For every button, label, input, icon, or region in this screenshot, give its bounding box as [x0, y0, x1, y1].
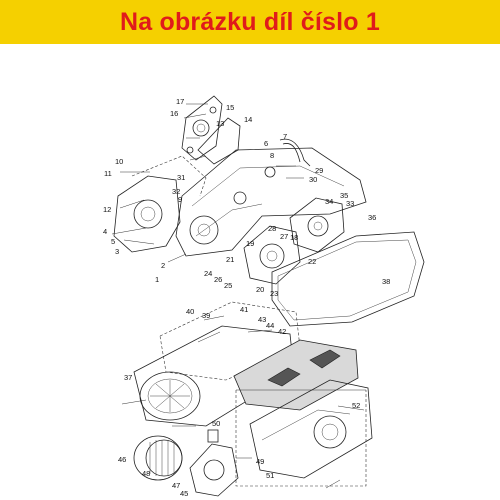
- callout-28: 28: [268, 224, 276, 233]
- crankcase-gasket: [271, 231, 425, 327]
- callout-2: 2: [161, 261, 165, 270]
- callout-51: 51: [266, 471, 274, 480]
- callout-19: 19: [246, 239, 254, 248]
- callout-38: 38: [382, 277, 390, 286]
- callout-5: 5: [111, 237, 115, 246]
- callout-22: 22: [308, 257, 316, 266]
- title-banner: Na obrázku díl číslo 1: [0, 0, 500, 44]
- callout-47: 47: [172, 481, 180, 490]
- callout-46: 46: [118, 455, 126, 464]
- callout-12: 12: [103, 205, 111, 214]
- transmission-cover: [249, 379, 373, 479]
- callout-49: 49: [256, 457, 264, 466]
- callout-26: 26: [214, 275, 222, 284]
- callout-35: 35: [340, 191, 348, 200]
- callout-45: 45: [180, 489, 188, 498]
- callout-20: 20: [256, 285, 264, 294]
- callout-21: 21: [226, 255, 234, 264]
- callout-42: 42: [278, 327, 286, 336]
- callout-16: 16: [170, 109, 178, 118]
- callout-15: 15: [226, 103, 234, 112]
- callout-27: 27: [280, 232, 288, 241]
- exploded-parts-diagram: 1 2 3 4 5 6 7 8 9 10 11 12 13 14 15 16 1…: [103, 95, 425, 498]
- left-crankcase: [111, 175, 181, 253]
- callout-33: 33: [346, 199, 354, 208]
- callout-23: 23: [270, 289, 278, 298]
- cover-gasket: [197, 117, 241, 165]
- callout-13: 13: [216, 119, 224, 128]
- callout-labels: 1 2 3 4 5 6 7 8 9 10 11 12 13 14 15 16 1…: [103, 97, 390, 498]
- callout-7: 7: [283, 132, 287, 141]
- right-crankcase: [175, 147, 367, 257]
- callout-6: 6: [264, 139, 268, 148]
- callout-9: 9: [178, 195, 182, 204]
- callout-37: 37: [124, 373, 132, 382]
- callout-25: 25: [224, 281, 232, 290]
- callout-8: 8: [270, 151, 274, 160]
- callout-52: 52: [352, 401, 360, 410]
- callout-30: 30: [309, 175, 317, 184]
- filter-cover: [189, 429, 239, 497]
- fastener-leaders: [119, 103, 365, 489]
- callout-44: 44: [266, 321, 274, 330]
- callout-17: 17: [176, 97, 184, 106]
- water-pump: [289, 197, 345, 253]
- oil-pump-cover: [243, 225, 301, 285]
- bearing-cover-plate: [181, 95, 223, 161]
- callout-32: 32: [172, 187, 180, 196]
- breather-hose: [279, 138, 311, 167]
- callout-39: 39: [202, 311, 210, 320]
- callout-43: 43: [258, 315, 266, 324]
- callout-48: 48: [142, 469, 150, 478]
- callout-29: 29: [315, 166, 323, 175]
- callout-31: 31: [177, 173, 185, 182]
- callout-34: 34: [325, 197, 333, 206]
- callout-50: 50: [212, 419, 220, 428]
- air-filter-element: [133, 435, 183, 481]
- callout-10: 10: [115, 157, 123, 166]
- page-title: Na obrázku díl číslo 1: [119, 7, 381, 36]
- callout-18: 18: [290, 233, 298, 242]
- callout-24: 24: [204, 269, 212, 278]
- callout-14: 14: [244, 115, 252, 124]
- callout-1: 1: [155, 275, 159, 284]
- cover-insulator: [233, 339, 359, 411]
- callout-3: 3: [115, 247, 119, 256]
- callout-40: 40: [186, 307, 194, 316]
- callout-4: 4: [103, 227, 107, 236]
- callout-41: 41: [240, 305, 248, 314]
- callout-36: 36: [368, 213, 376, 222]
- callout-11: 11: [104, 169, 112, 178]
